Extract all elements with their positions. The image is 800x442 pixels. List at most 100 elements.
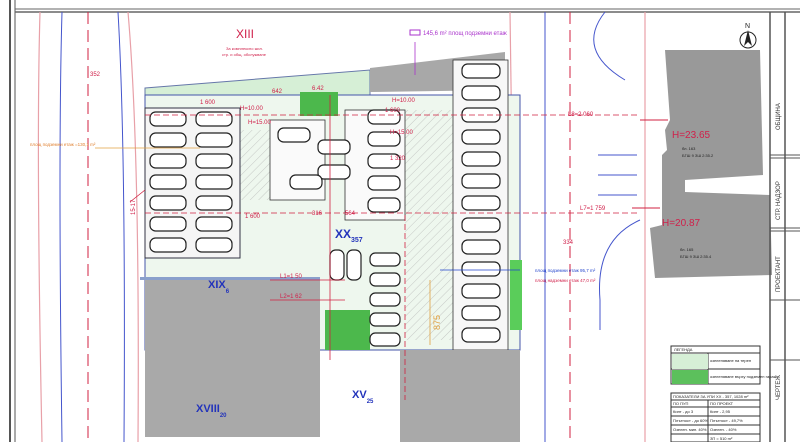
car-icon xyxy=(149,216,187,232)
car-icon xyxy=(149,174,187,190)
car-icon xyxy=(461,217,501,233)
plot-xiii-note1: За комплексно жил. xyxy=(226,46,263,51)
title-block: ОБЩИНА СТР. НАДЗОР ПРОЕКТАНТ ЧЕРТЕЖ xyxy=(769,12,800,442)
car-icon xyxy=(289,174,323,190)
car-icon xyxy=(367,109,401,125)
annotations: 145,6 m² площ подземни етаж площ подземн… xyxy=(30,29,606,330)
car-icon xyxy=(367,153,401,169)
underground-area-left: площ подземни етаж =130,1 m² xyxy=(30,142,96,147)
car-icon xyxy=(195,174,233,190)
underground-area-top: 145,6 m² площ подземни етаж xyxy=(423,31,507,37)
indicators-table: ПОКАЗАТЕЛИ ЗА УПИ XX - 357, 1028 m² ПО П… xyxy=(670,392,761,442)
underground-area-right: площ подземни етаж 95,7 m² xyxy=(535,268,596,273)
car-icon xyxy=(461,173,501,189)
height-10-b: H=10.00 xyxy=(392,98,416,104)
dimension-875: 875 xyxy=(432,315,442,330)
car-icon xyxy=(367,175,401,191)
title-block-3: ПРОЕКТАНТ xyxy=(776,256,782,292)
plot-xx-number: XX xyxy=(335,227,351,241)
car-icon xyxy=(195,111,233,127)
dimension-l7: L7=1 759 xyxy=(580,206,606,212)
car-icon xyxy=(461,151,501,167)
car-icon xyxy=(461,305,501,321)
plot-labels: XIII За комплексно жил. стр. и общ. обсл… xyxy=(196,27,374,419)
car-icon xyxy=(461,129,501,145)
plot-xiii-label: XIII xyxy=(236,27,254,41)
plot-xviii-number: XVIII xyxy=(196,403,220,415)
building-note-2a: бл. 165 xyxy=(680,247,694,252)
car-icon xyxy=(149,153,187,169)
indicators-cell: Озелен. - 40% xyxy=(710,427,737,432)
legend-table: ЛЕГЕНДА озеленяване на терен озеленяване… xyxy=(670,345,777,385)
aboveground-area-right: площ надземни етаж 47,0 m² xyxy=(535,278,596,283)
indicators-header-2: ПО ПРОЕКТ xyxy=(710,401,734,406)
car-icon xyxy=(346,249,362,281)
north-arrow-icon: N xyxy=(739,23,757,49)
car-icon xyxy=(461,327,501,343)
plot-xv-number: XV xyxy=(352,389,367,401)
car-icon xyxy=(461,85,501,101)
indicators-cell: Озелен. мин. 40% xyxy=(673,427,707,432)
indicators-cell: Плътност - до 60% xyxy=(673,418,708,423)
indicators-header-1: ПО ПУП xyxy=(673,401,689,406)
indicators-cell: Кинт - до 3 xyxy=(673,409,694,414)
car-icon xyxy=(461,63,501,79)
car-icon xyxy=(195,216,233,232)
car-icon xyxy=(317,164,351,180)
neighbor-buildings xyxy=(140,50,772,442)
dimension-l8: L8=2 060 xyxy=(568,112,594,118)
car-icon xyxy=(367,131,401,147)
height-10: H=10.00 xyxy=(240,106,264,112)
height-15: H=15.00 xyxy=(248,120,272,126)
building-labels: H=23.65 бл. 163 БГШ 9 ЗШ 2:35.2 H=20.87 … xyxy=(662,130,714,259)
indicators-cell: Плътност - 49,7% xyxy=(710,418,743,423)
building-height-1: H=23.65 xyxy=(672,130,711,141)
plot-xix-label: XIX6 xyxy=(208,279,230,295)
elevation-slope: 15-17 xyxy=(131,199,137,215)
car-icon xyxy=(195,195,233,211)
plot-xx-sub: 357 xyxy=(351,237,363,244)
car-icon xyxy=(367,197,401,213)
dimension-564: 564 xyxy=(345,211,356,217)
car-icon xyxy=(369,312,401,327)
dimension-1600-c: 1 600 xyxy=(385,108,401,114)
dimension-1600: 1 600 xyxy=(200,100,216,106)
car-icon xyxy=(461,261,501,277)
dimension-lines xyxy=(95,42,640,400)
elevation-352: 352 xyxy=(90,72,101,78)
dimension-l1: L1=1 50 xyxy=(280,274,303,280)
dimension-l2: L2=1 62 xyxy=(280,294,303,300)
plot-xv-sub: 25 xyxy=(367,399,374,405)
legend-title: ЛЕГЕНДА xyxy=(674,347,693,352)
plot-xviii-sub: 20 xyxy=(220,413,227,419)
car-icon xyxy=(369,252,401,267)
car-icon xyxy=(149,111,187,127)
dimension-642: 642 xyxy=(272,89,283,95)
elevation-334: 334 xyxy=(563,240,574,246)
dimension-642b: 6.42 xyxy=(312,86,324,92)
car-icon xyxy=(369,332,401,347)
car-icon xyxy=(277,127,311,143)
car-icon xyxy=(195,132,233,148)
car-icon xyxy=(369,292,401,307)
car-icon xyxy=(369,272,401,287)
car-icon xyxy=(461,283,501,299)
height-15-b: H=15.00 xyxy=(390,130,414,136)
dimension-316: 316 xyxy=(312,211,323,217)
car-icon xyxy=(461,239,501,255)
car-icon xyxy=(195,153,233,169)
road xyxy=(37,11,646,442)
building-height-2: H=20.87 xyxy=(662,218,701,229)
parking-spaces xyxy=(149,63,501,347)
car-icon xyxy=(195,237,233,253)
plot-xix-number: XIX xyxy=(208,279,226,291)
car-icon xyxy=(149,132,187,148)
car-icon xyxy=(149,237,187,253)
indicators-cell: ЗП = 510 m² xyxy=(710,436,733,441)
car-icon xyxy=(149,195,187,211)
title-block-1: ОБЩИНА xyxy=(776,103,782,130)
building-note-1a: бл. 163 xyxy=(682,146,696,151)
title-block-2: СТР. НАДЗОР xyxy=(776,181,782,220)
legend-row-1: озеленяване на терен xyxy=(710,358,751,363)
